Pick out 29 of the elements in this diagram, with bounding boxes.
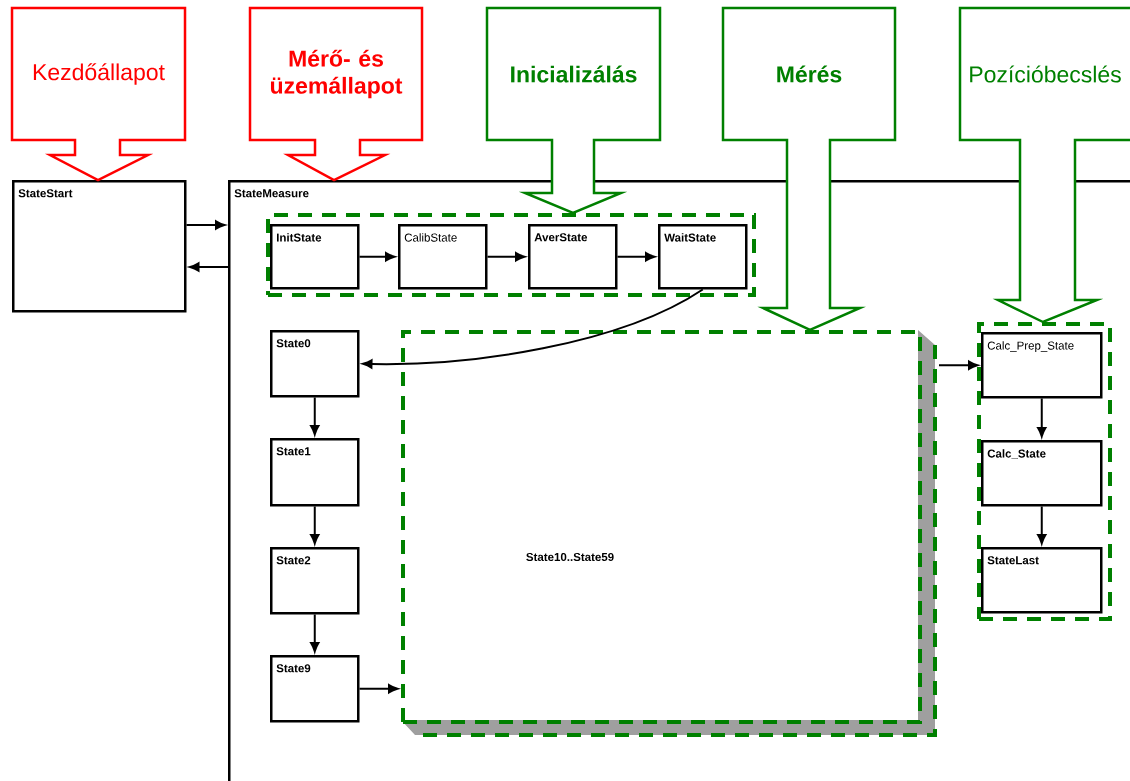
arrow: [1037, 397, 1047, 438]
arrow: [310, 396, 320, 436]
arrow: [1037, 505, 1047, 545]
state-box: CalibState: [398, 224, 488, 290]
state-box: Calc_Prep_State: [981, 332, 1103, 399]
arrow: [310, 505, 320, 545]
state-box: State0: [270, 330, 360, 398]
state-box: StateLast: [981, 547, 1103, 614]
state-box: Calc_State: [981, 440, 1103, 507]
arrow: [486, 252, 526, 262]
arrow: [185, 220, 226, 230]
arrow: [358, 252, 396, 262]
state-box: State9: [270, 655, 360, 723]
state-box: InitState: [270, 224, 360, 290]
group-box: State10..State59: [401, 330, 937, 737]
node-label: Pozícióbecslés: [970, 65, 1121, 83]
arrow: [616, 252, 656, 262]
arrow: [358, 684, 399, 694]
arrow: [938, 360, 979, 370]
arrow: [362, 288, 704, 369]
state-box: StateStart: [12, 180, 187, 313]
state-box: State1: [270, 438, 360, 507]
state-box: AverState: [528, 224, 618, 290]
state-box: State2: [270, 547, 360, 615]
arrow: [189, 262, 229, 272]
arrow: [310, 613, 320, 653]
group-box: [977, 322, 1112, 621]
group-box: [266, 213, 756, 297]
state-box: WaitState: [658, 224, 748, 290]
